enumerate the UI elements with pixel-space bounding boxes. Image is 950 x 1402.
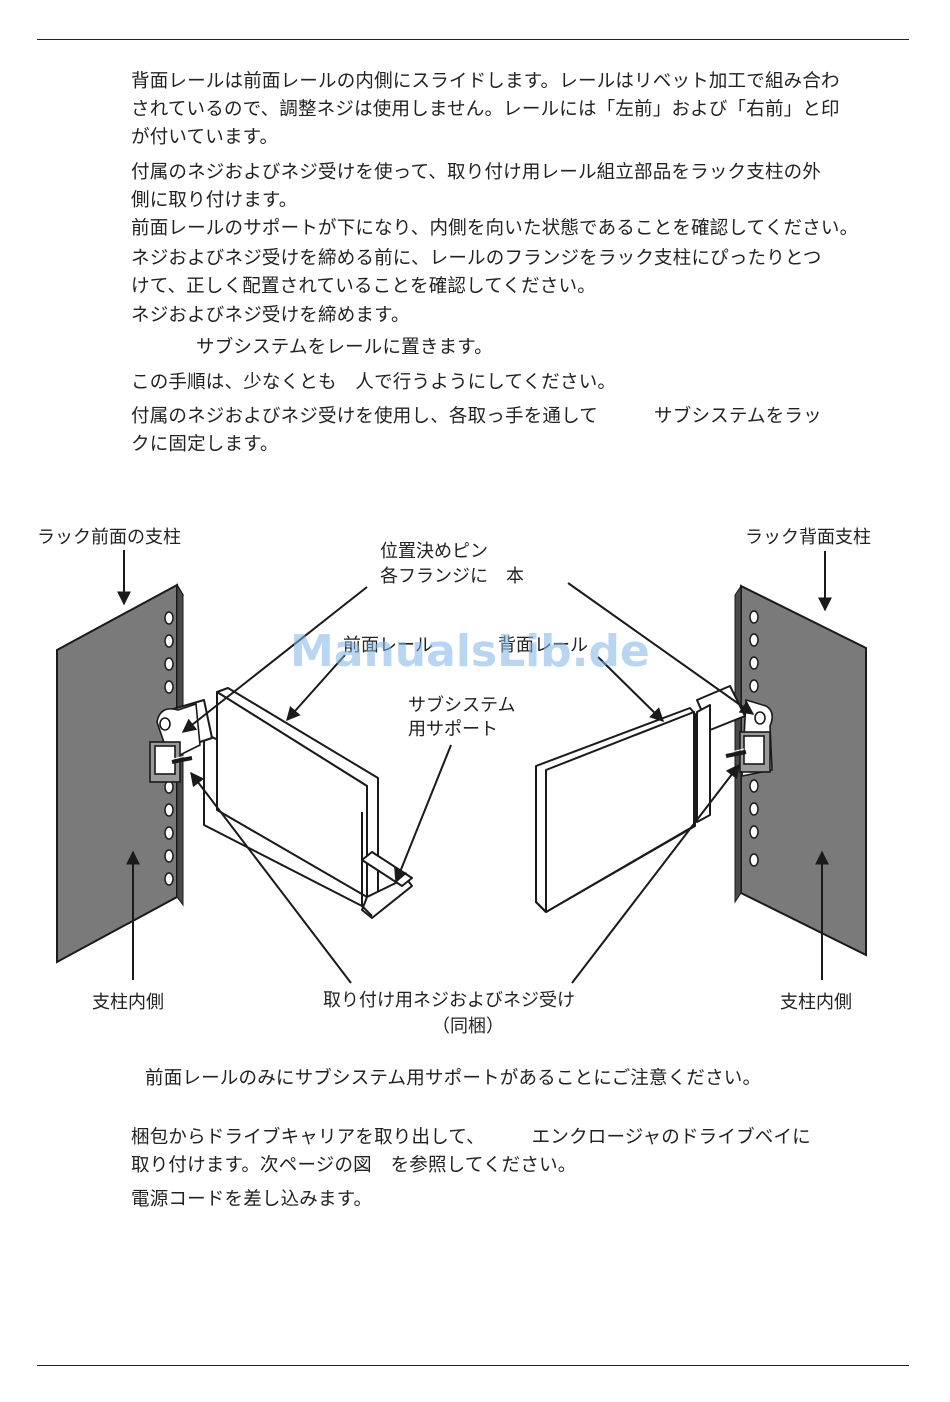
label-inner-left: 支柱内側: [92, 992, 164, 1013]
label-rear-post: ラック背面支柱: [745, 527, 871, 548]
rear-rack-post: [734, 584, 867, 957]
arrow-support: [394, 744, 452, 884]
paragraph-two-people: この手順は、少なくとも 人で行うようにしてください。: [131, 372, 617, 393]
label-inner-right: 支柱内側: [780, 992, 852, 1013]
arrow-screw-right: [571, 763, 740, 984]
leader-arrows: [117, 550, 832, 984]
paragraph-drive-carriers: 梱包からドライブキャリアを取り出して、 エンクロージャのドライブベイに 取り付け…: [131, 1127, 811, 1176]
note-front-rail-support: 前面レールのみにサブシステム用サポートがあることにご注意ください。: [145, 1068, 762, 1089]
label-support-line1: サブシステム: [408, 694, 515, 716]
paragraph-attach-rails: 付属のネジおよびネジ受けを使って、取り付け用レール組立部品をラック支柱の外 側に…: [131, 162, 822, 211]
label-support-line2: 用サポート: [408, 719, 498, 740]
label-front-post: ラック前面の支柱: [37, 527, 181, 548]
arrow-screw-left: [190, 771, 352, 984]
label-pin-line1: 位置決めピン: [380, 541, 488, 562]
rear-mount-bracket: [725, 698, 774, 777]
arrow-pin-left: [181, 586, 368, 733]
label-screws-line1: 取り付け用ネジおよびネジ受け: [323, 990, 575, 1011]
label-screws-line2: （同梱）: [432, 1016, 504, 1037]
paragraph-secure-rack: 付属のネジおよびネジ受けを使用し、各取っ手を通して サブシステムをラッ クに固定…: [131, 406, 822, 455]
paragraph-power-cord: 電源コードを差し込みます。: [131, 1189, 373, 1210]
paragraph-support-check: 前面レールのサポートが下になり、内側を向いた状態であることを確認してください。: [131, 218, 859, 239]
paragraph-rail-slide: 背面レールは前面レールの内側にスライドします。レールはリベット加工で組み合わ さ…: [131, 71, 840, 148]
footer-rule: [37, 1365, 909, 1366]
paragraph-flange-check: ネジおよびネジ受けを締める前に、レールのフランジをラック支柱にぴったりとつ けて…: [131, 248, 822, 297]
front-rail: [169, 687, 413, 919]
arrow-pin-right: [567, 582, 755, 715]
label-front-rail: 前面レール: [343, 635, 433, 656]
header-rule: [37, 39, 909, 40]
front-mount-bracket: [149, 702, 201, 783]
label-pin-line2: 各フランジに 本: [380, 566, 524, 587]
label-rear-rail: 背面レール: [498, 635, 588, 656]
watermark-logo: ManualsLib.de: [290, 626, 650, 677]
paragraph-tighten: ネジおよびネジ受けを締めます。: [131, 305, 410, 326]
arrow-rear-rail: [597, 656, 664, 722]
paragraph-place-subsystem: サブシステムをレールに置きます。: [196, 337, 493, 358]
arrow-front-rail: [286, 654, 346, 722]
